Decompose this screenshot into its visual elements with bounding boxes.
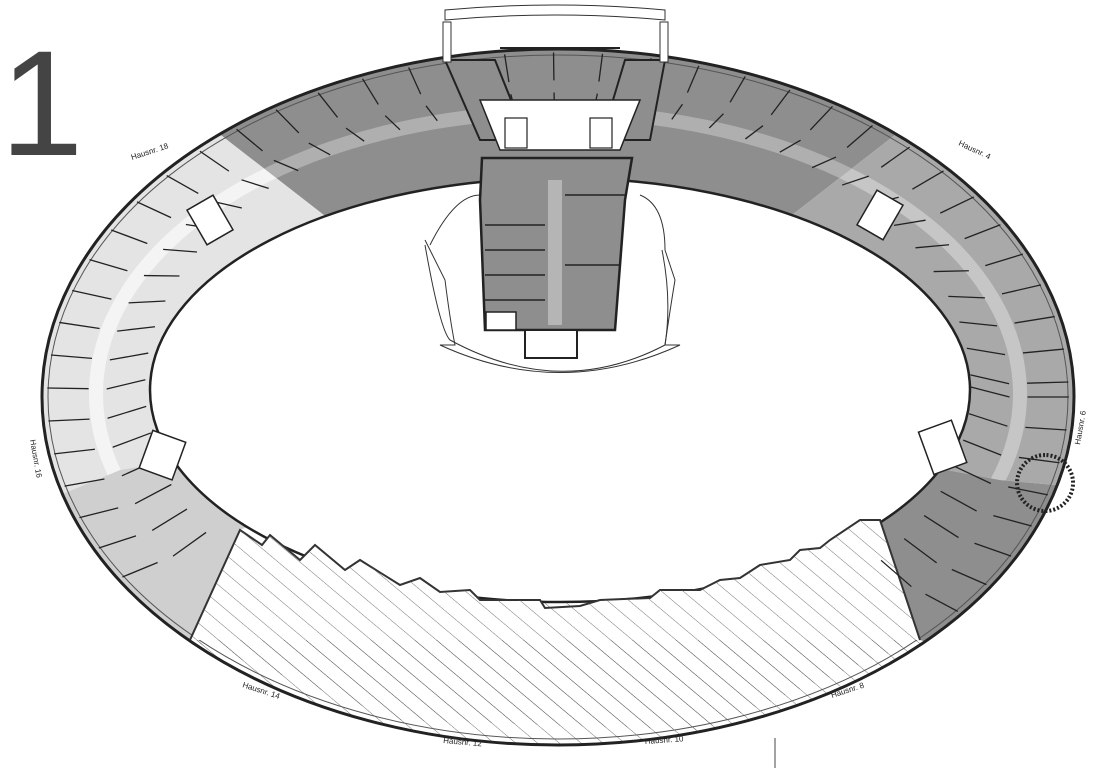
room-wall	[671, 103, 683, 120]
room-wall	[953, 465, 992, 485]
room-wall	[48, 418, 90, 422]
room-wall	[809, 105, 833, 131]
room-wall	[117, 326, 156, 332]
room-wall	[893, 219, 926, 226]
room-wall	[1018, 456, 1060, 464]
room-wall	[846, 125, 873, 148]
room-wall	[64, 478, 105, 487]
room-wall	[1027, 381, 1069, 384]
house-number-4: Hausnr. 4	[957, 139, 992, 162]
room-wall	[964, 224, 1001, 240]
room-wall	[974, 542, 1012, 557]
room-wall	[98, 535, 137, 549]
house-number-6: Hausnr. 6	[1073, 410, 1088, 446]
room-wall	[163, 248, 198, 253]
room-wall	[308, 142, 331, 156]
room-wall	[903, 538, 938, 564]
room-wall	[880, 559, 912, 588]
room-wall	[134, 483, 172, 505]
room-wall	[959, 321, 998, 327]
room-wall	[880, 146, 911, 168]
room-wall	[112, 432, 152, 448]
room-wall	[970, 386, 1010, 398]
room-wall	[273, 159, 299, 172]
room-wall	[708, 113, 724, 129]
room-wall	[122, 561, 158, 578]
house-number-16: Hausnr. 16	[28, 439, 44, 479]
room-wall	[236, 128, 263, 152]
room-wall	[199, 150, 230, 172]
room-wall	[770, 89, 791, 116]
room-wall	[1008, 486, 1048, 496]
room-wall	[912, 170, 944, 190]
room-wall	[686, 65, 700, 93]
room-wall	[384, 115, 401, 131]
room-wall	[841, 175, 869, 186]
room-wall	[50, 354, 92, 360]
room-wall	[128, 300, 166, 304]
room-wall	[241, 179, 269, 190]
room-wall	[425, 105, 438, 122]
room-wall	[106, 379, 146, 390]
room-wall	[729, 76, 746, 103]
room-wall	[47, 387, 89, 390]
room-wall	[109, 352, 149, 361]
room-wall	[985, 253, 1024, 267]
room-wall	[361, 78, 379, 105]
room-wall	[923, 515, 959, 539]
room-wall	[317, 92, 339, 118]
room-wall	[1025, 426, 1067, 431]
room-wall	[59, 321, 100, 330]
room-wall	[172, 531, 207, 557]
room-wall	[779, 139, 801, 153]
room-wall	[915, 244, 950, 249]
house-number-18: Hausnr. 18	[130, 141, 170, 162]
floor-number: 1	[0, 19, 84, 187]
room-wall	[940, 490, 977, 512]
room-wall	[966, 347, 1006, 356]
room-wall	[503, 54, 510, 83]
room-wall	[925, 593, 959, 613]
room-wall	[54, 448, 95, 455]
house-number-12: Hausnr. 12	[443, 736, 483, 748]
room-wall	[962, 439, 1002, 456]
room-wall	[1014, 315, 1055, 324]
room-wall	[951, 568, 987, 586]
room-wall	[166, 174, 199, 195]
room-wall	[598, 53, 604, 82]
room-wall	[968, 413, 1008, 427]
room-wall	[933, 270, 969, 273]
room-wall	[72, 289, 112, 300]
room-wall	[948, 295, 985, 299]
house-number-10: Hausnr. 10	[645, 734, 685, 746]
room-wall	[408, 67, 422, 95]
room-wall	[993, 515, 1032, 527]
room-wall	[345, 127, 365, 142]
room-wall	[1022, 348, 1064, 354]
room-wall	[136, 201, 172, 219]
room-wall	[275, 109, 300, 134]
room-wall	[970, 374, 1010, 385]
room-wall	[110, 229, 148, 245]
room-wall	[107, 405, 147, 419]
room-wall	[151, 508, 188, 532]
room-wall	[745, 125, 764, 140]
room-wall	[1001, 284, 1042, 295]
room-wall	[79, 507, 119, 519]
room-wall	[939, 196, 975, 214]
room-wall	[811, 156, 837, 169]
room-wall	[89, 258, 128, 272]
